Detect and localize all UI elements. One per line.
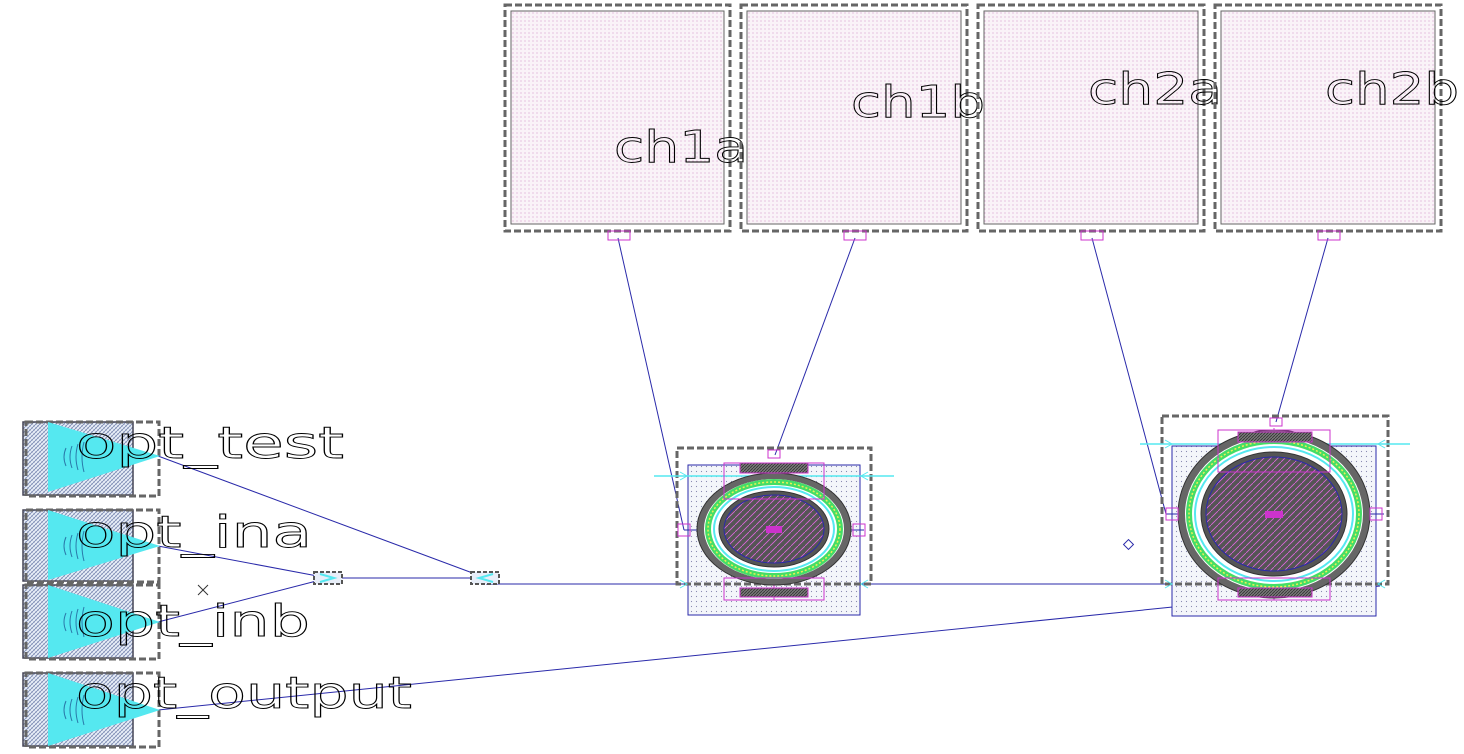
pad-ch1a[interactable]: ch1a (503, 3, 748, 241)
wire-ch1b (774, 237, 856, 456)
grating-couplers: opt_test opt_ina opt_inb opt_output (22, 418, 412, 749)
splitter-a[interactable] (313, 571, 343, 585)
gc-label-opt-inb: opt_inb (76, 596, 310, 647)
pad-label-ch2a: ch2a (1088, 64, 1222, 115)
gc-label-opt-test: opt_test (76, 418, 344, 469)
pad-ch1b[interactable]: ch1b (739, 3, 985, 241)
pad-label-ch1b: ch1b (851, 77, 985, 128)
grating-coupler-opt-output[interactable]: opt_output (22, 668, 412, 749)
wire-ch1a (617, 237, 685, 531)
splitter-b[interactable] (470, 571, 500, 585)
wire-opt-ina (157, 545, 329, 579)
bond-pads: ch1a ch1b ch2a ch2b (503, 3, 1459, 241)
ring-resonator-1[interactable] (654, 446, 894, 616)
grating-coupler-opt-inb[interactable]: opt_inb (22, 583, 310, 661)
wire-ch2b (1275, 237, 1329, 423)
grating-coupler-opt-ina[interactable]: opt_ina (22, 507, 312, 584)
wire-opt-test (157, 455, 487, 579)
ring-resonator-2[interactable] (1140, 414, 1410, 617)
diamond-marker-icon (1122, 538, 1135, 551)
gc-label-opt-ina: opt_ina (76, 507, 312, 558)
wire-opt-inb (157, 577, 329, 623)
grating-coupler-opt-test[interactable]: opt_test (22, 418, 344, 498)
pad-label-ch2b: ch2b (1325, 64, 1459, 115)
cross-marker-icon (197, 584, 209, 596)
pad-ch2a[interactable]: ch2a (976, 3, 1222, 241)
gc-label-opt-output: opt_output (76, 668, 412, 719)
pad-ch2b[interactable]: ch2b (1213, 3, 1459, 241)
pad-label-ch1a: ch1a (614, 122, 748, 173)
wire-ch2a (1091, 237, 1167, 515)
